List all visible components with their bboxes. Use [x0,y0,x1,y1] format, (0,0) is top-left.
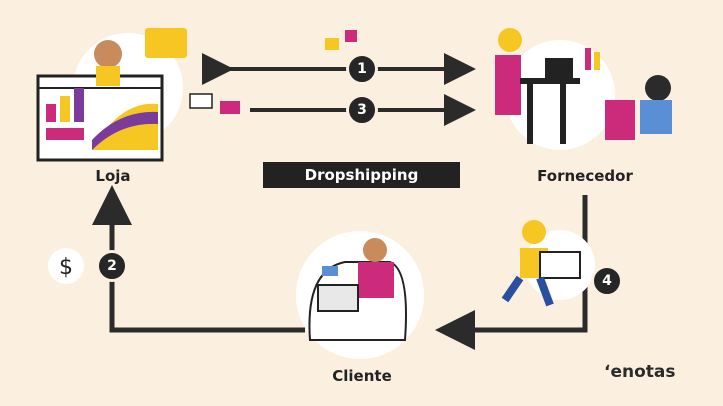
step-badge-3: 3 [346,94,378,126]
step-badge-2: 2 [96,250,128,282]
enotas-logo: ʻenotas [604,362,676,382]
supplier-illustration [495,28,672,150]
step-badge-1: 1 [346,53,378,85]
store-illustration [36,28,187,162]
title-banner: Dropshipping [263,162,460,188]
step-badge-4: 4 [591,265,623,297]
node-label-store: Loja [95,167,131,185]
client-illustration [296,231,424,359]
arrow-2 [92,185,305,333]
svg-text:$: $ [59,255,73,280]
puzzle-icon [325,38,339,50]
dollar-icon [48,248,84,284]
node-label-supplier: Fornecedor [537,167,633,185]
arrow-4 [435,195,588,350]
chat-icon [189,93,213,109]
courier-illustration [501,220,595,307]
node-label-client: Cliente [332,367,392,385]
